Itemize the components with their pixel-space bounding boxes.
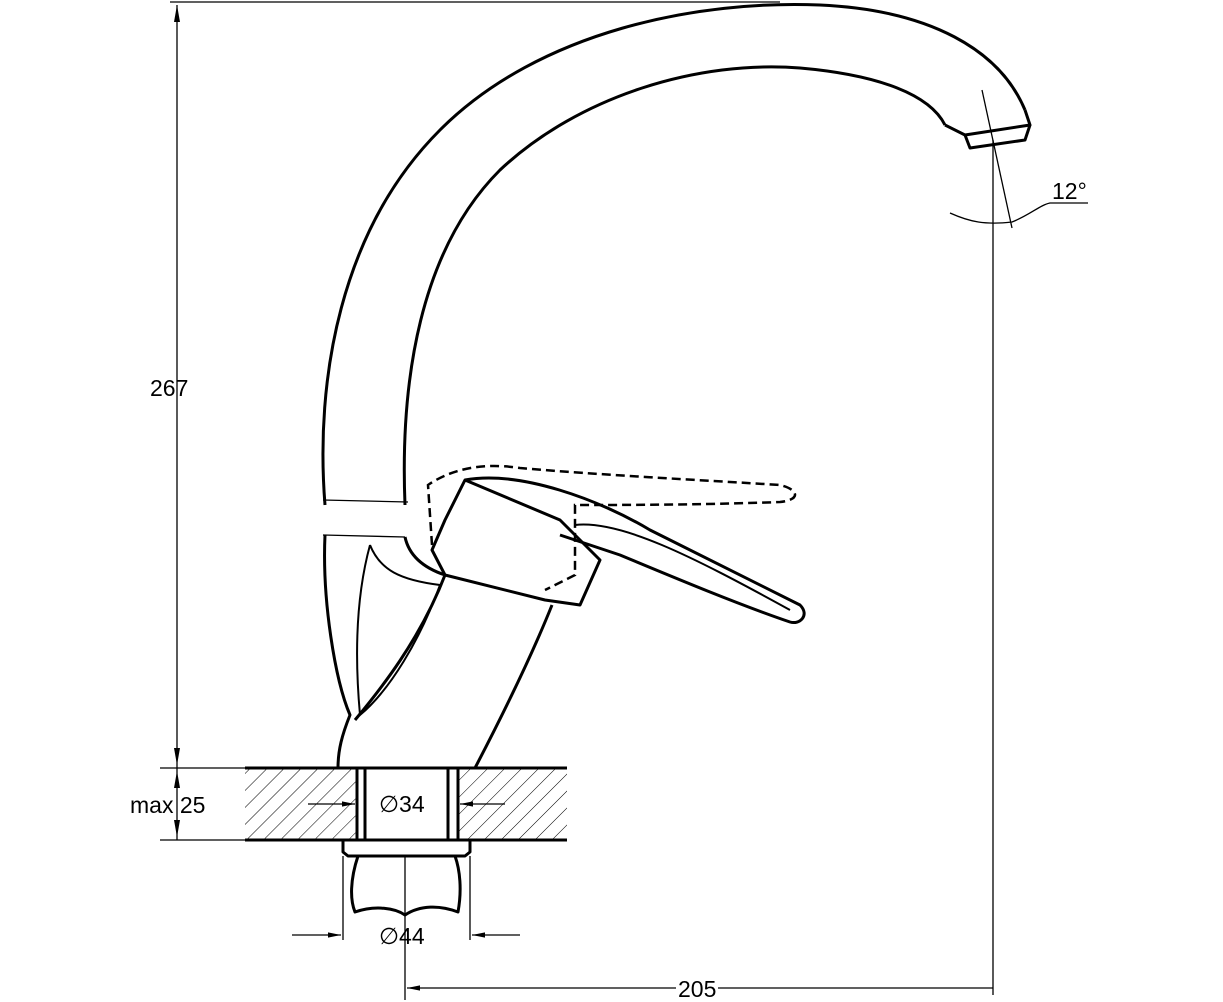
reach-label: 205	[676, 976, 719, 1002]
base-diameter-dimension	[292, 856, 520, 940]
height-label: 267	[150, 375, 189, 401]
spout-angle-dimension	[949, 89, 1088, 995]
spout-angle-label: 12°	[1052, 178, 1087, 204]
countertop-section	[245, 766, 567, 842]
faucet-body	[323, 464, 806, 769]
base-diameter-label: ∅44	[379, 923, 425, 949]
mounting-nut	[341, 840, 472, 1000]
hole-diameter-label: ∅34	[379, 791, 425, 817]
spout	[321, 3, 1032, 538]
height-dimension	[160, 1, 780, 841]
counter-thickness-label: max 25	[130, 792, 206, 818]
